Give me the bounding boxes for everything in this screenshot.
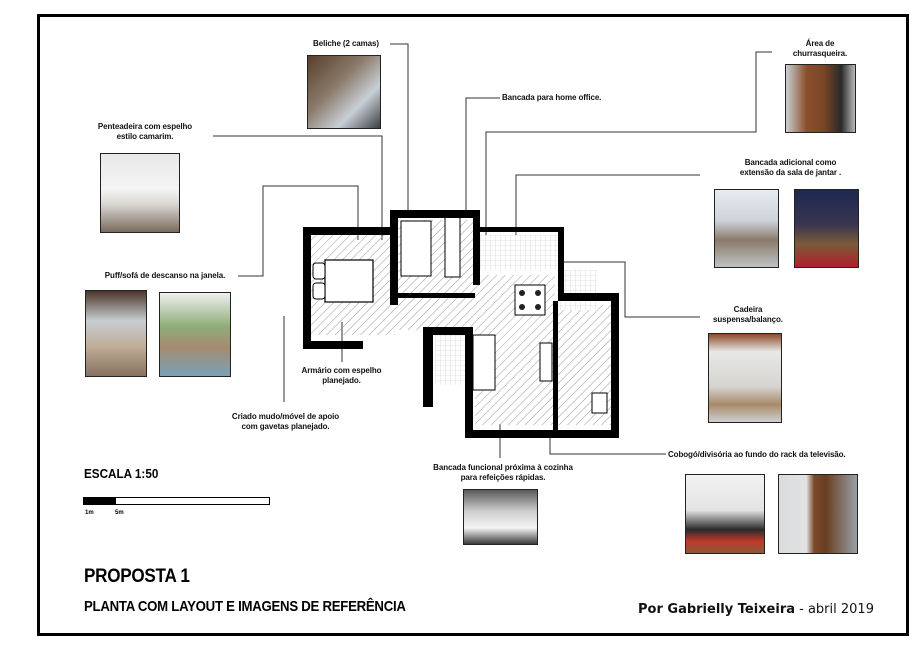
page-subtitle: PLANTA COM LAYOUT E IMAGENS DE REFERÊNCI…	[84, 598, 406, 615]
page-title: PROPOSTA 1	[84, 566, 190, 587]
floor-plan	[303, 210, 619, 438]
photo-churrasqueira	[785, 64, 856, 133]
scale-tick-5m: 5m	[115, 510, 124, 516]
label-beliche: Beliche (2 camas)	[313, 39, 379, 48]
scale-bar	[83, 497, 270, 505]
photo-cadeira	[708, 333, 782, 423]
photo-cobogo-1	[685, 474, 765, 554]
label-churrasqueira: Área de churrasqueira.	[792, 39, 848, 58]
label-bancada-adicional: Bancada adicional como extensão da sala …	[739, 158, 842, 177]
label-penteadeira: Penteadeira com espelho estilo camarim.	[97, 122, 193, 141]
photo-bancada-adicional-1	[714, 189, 779, 268]
photo-puff-2	[159, 292, 231, 377]
label-bancada-funcional: Bancada funcional próxima à cozinha para…	[433, 463, 573, 482]
author-credit: Por Gabrielly Teixeira - abril 2019	[638, 602, 874, 617]
label-puff: Puff/sofá de descanso na janela.	[104, 271, 226, 280]
author-date: abril 2019	[807, 602, 874, 617]
scale-tick-1m: 1m	[85, 510, 94, 516]
label-armario: Armário com espelho planejado.	[301, 366, 382, 385]
label-criado-mudo: Criado mudo/móvel de apoio com gavetas p…	[231, 412, 340, 431]
label-home-office: Bancada para home office.	[502, 93, 602, 102]
photo-penteadeira	[100, 153, 180, 233]
author-name: Por Gabrielly Teixeira	[638, 602, 795, 617]
author-separator: -	[795, 602, 808, 617]
photo-bancada-adicional-2	[794, 189, 859, 268]
label-cadeira: Cadeira suspensa/balanço.	[713, 305, 783, 324]
photo-beliche	[307, 55, 381, 129]
scale-title: ESCALA 1:50	[84, 466, 159, 481]
photo-bancada-funcional	[463, 489, 538, 545]
photo-puff-1	[85, 290, 147, 377]
label-cobogo: Cobogó/divisória ao fundo do rack da tel…	[668, 450, 846, 459]
photo-cobogo-2	[778, 474, 858, 554]
